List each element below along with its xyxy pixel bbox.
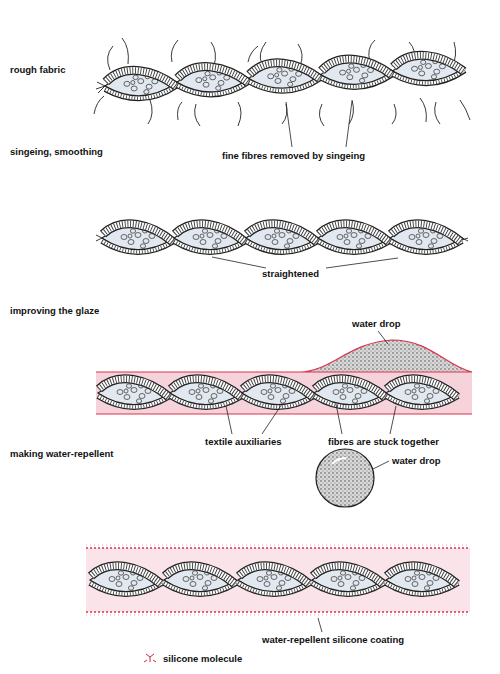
smooth-yarn bbox=[96, 224, 468, 252]
label: silicone molecule bbox=[163, 653, 242, 664]
leader-lines bbox=[212, 101, 398, 632]
water-drop bbox=[316, 449, 374, 507]
rough-yarn bbox=[94, 38, 470, 126]
label: making water-repellent bbox=[10, 448, 113, 459]
label: textile auxiliaries bbox=[205, 436, 282, 447]
label: fibres are stuck together bbox=[328, 436, 439, 447]
water-repellent-yarn bbox=[86, 449, 470, 615]
label: fine fibres removed by singeing bbox=[222, 150, 365, 161]
label: rough fabric bbox=[10, 64, 65, 75]
silicone-symbol bbox=[144, 654, 156, 662]
label: straightened bbox=[262, 268, 319, 279]
label: water drop bbox=[392, 455, 441, 466]
label: water-repellent silicone coating bbox=[262, 634, 404, 645]
label: improving the glaze bbox=[10, 305, 99, 316]
label: singeing, smoothing bbox=[10, 146, 103, 157]
glazed-yarn bbox=[96, 340, 472, 414]
label: water drop bbox=[352, 318, 401, 329]
